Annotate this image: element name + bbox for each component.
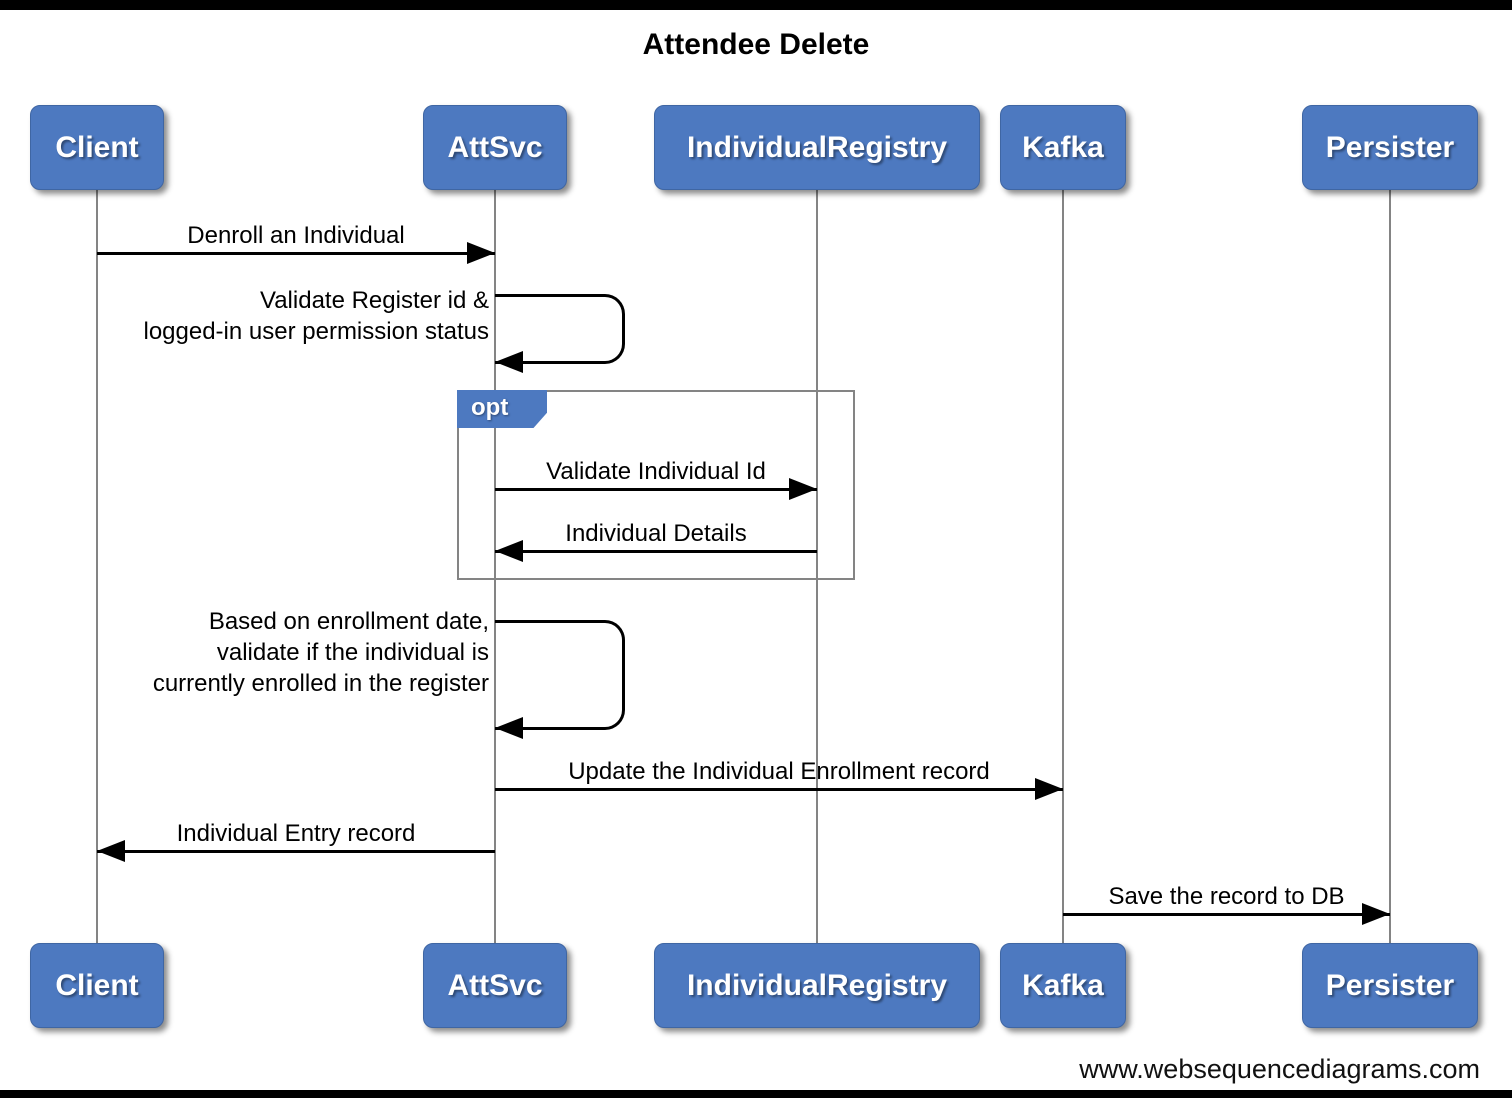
actor-label: Persister (1325, 968, 1455, 1002)
actor-kafka-bottom: Kafka (1000, 943, 1126, 1028)
watermark-url: www.websequencediagrams.com (1079, 1054, 1480, 1084)
message-label: Individual Details (565, 520, 747, 547)
lifeline-client (96, 190, 98, 943)
arrowhead-right-icon (789, 478, 817, 500)
actor-label: Kafka (1022, 968, 1104, 1002)
actor-attsvc-top: AttSvc (423, 105, 567, 190)
opt-fragment-label: opt (457, 390, 547, 428)
actor-client-top: Client (30, 105, 164, 190)
arrow-line (495, 788, 1063, 791)
arrowhead-left-icon (495, 351, 523, 373)
message-arrow-denroll: Denroll an Individual (97, 222, 495, 264)
arrowhead-left-icon (97, 840, 125, 862)
message-label: Update the Individual Enrollment record (568, 758, 990, 785)
actor-kafka-top: Kafka (1000, 105, 1126, 190)
lifeline-persister (1389, 190, 1391, 943)
arrowhead-right-icon (1362, 903, 1390, 925)
message-label: Save the record to DB (1108, 883, 1345, 910)
lifeline-kafka (1062, 190, 1064, 943)
actor-label: Client (55, 130, 139, 164)
actor-label: AttSvc (447, 130, 543, 164)
arrowhead-left-icon (495, 717, 523, 739)
selfcall-loop-line (495, 620, 625, 730)
actor-label: Client (55, 968, 139, 1002)
actor-individual-registry-top: IndividualRegistry (654, 105, 980, 190)
selfcall-loop-line (495, 294, 625, 364)
actor-label: IndividualRegistry (686, 130, 948, 164)
actor-persister-bottom: Persister (1302, 943, 1478, 1028)
arrowhead-right-icon (1035, 778, 1063, 800)
arrowhead-left-icon (495, 540, 523, 562)
arrow-line (97, 850, 495, 853)
opt-fragment-frame: opt (457, 390, 855, 580)
message-arrow-individual-entry-record: Individual Entry record (97, 820, 495, 862)
actor-label: Kafka (1022, 130, 1104, 164)
actor-label: AttSvc (447, 968, 543, 1002)
message-label: Validate Individual Id (546, 458, 766, 485)
arrow-line (495, 488, 817, 491)
actor-attsvc-bottom: AttSvc (423, 943, 567, 1028)
message-label: Individual Entry record (176, 820, 416, 847)
selfcall-arrow-validate-register (495, 294, 625, 373)
arrow-line (495, 550, 817, 553)
diagram-title: Attendee Delete (642, 28, 870, 61)
actor-label: Persister (1325, 130, 1455, 164)
selfcall-label-enrollment-check: Based on enrollment date, validate if th… (152, 608, 489, 697)
message-arrow-update-enrollment: Update the Individual Enrollment record (495, 758, 1063, 800)
message-arrow-validate-individual-id: Validate Individual Id (495, 458, 817, 500)
arrow-line (97, 252, 495, 255)
lifeline-attsvc (494, 190, 496, 943)
selfcall-label-validate-register: Validate Register id & logged-in user pe… (143, 287, 489, 345)
arrow-line (1063, 913, 1390, 916)
actor-client-bottom: Client (30, 943, 164, 1028)
bottom-border-bar (0, 1090, 1512, 1098)
message-arrow-individual-details: Individual Details (495, 520, 817, 562)
top-border-bar (0, 0, 1512, 10)
message-label: Denroll an Individual (187, 222, 405, 249)
actor-individual-registry-bottom: IndividualRegistry (654, 943, 980, 1028)
arrowhead-right-icon (467, 242, 495, 264)
actor-persister-top: Persister (1302, 105, 1478, 190)
actor-label: IndividualRegistry (686, 968, 948, 1002)
message-arrow-save-record: Save the record to DB (1063, 883, 1390, 925)
lifeline-individual-registry (816, 190, 818, 943)
selfcall-arrow-enrollment-check (495, 620, 625, 739)
